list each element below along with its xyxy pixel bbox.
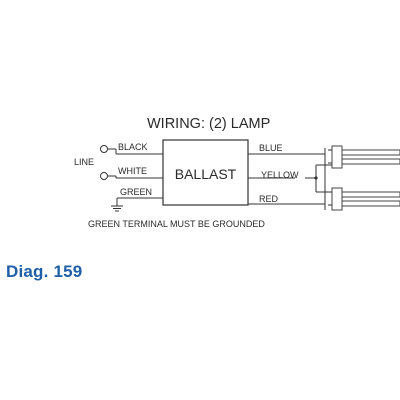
lamp-1 xyxy=(328,145,400,169)
green-wire-label: GREEN xyxy=(120,187,152,197)
lamp-1-base xyxy=(331,145,343,169)
ground-note: GREEN TERMINAL MUST BE GROUNDED xyxy=(88,219,265,229)
lamp-2-base xyxy=(331,187,343,211)
lamp-2-tube-bottom xyxy=(341,200,400,207)
lamp-1-tube-bottom xyxy=(341,158,400,165)
blue-wire-label: BLUE xyxy=(259,143,283,153)
red-wire-label: RED xyxy=(259,194,279,204)
yellow-junction-dot xyxy=(314,176,318,180)
ballast-label: BALLAST xyxy=(175,166,237,182)
yellow-wire-label: YELLOW xyxy=(261,170,299,180)
diagram-title: WIRING: (2) LAMP xyxy=(147,116,270,132)
diagram-number: Diag. 159 xyxy=(6,262,83,281)
line-terminal-white xyxy=(100,172,108,180)
white-wire-label: WHITE xyxy=(118,166,147,176)
lamp-2-tube-top xyxy=(341,191,400,198)
lamp-2 xyxy=(328,187,400,211)
line-terminal-black xyxy=(100,145,108,153)
lamp-1-tube-top xyxy=(341,149,400,156)
line-label: LINE xyxy=(74,157,94,167)
ballast-box xyxy=(162,139,249,206)
black-wire-label: BLACK xyxy=(118,142,148,152)
